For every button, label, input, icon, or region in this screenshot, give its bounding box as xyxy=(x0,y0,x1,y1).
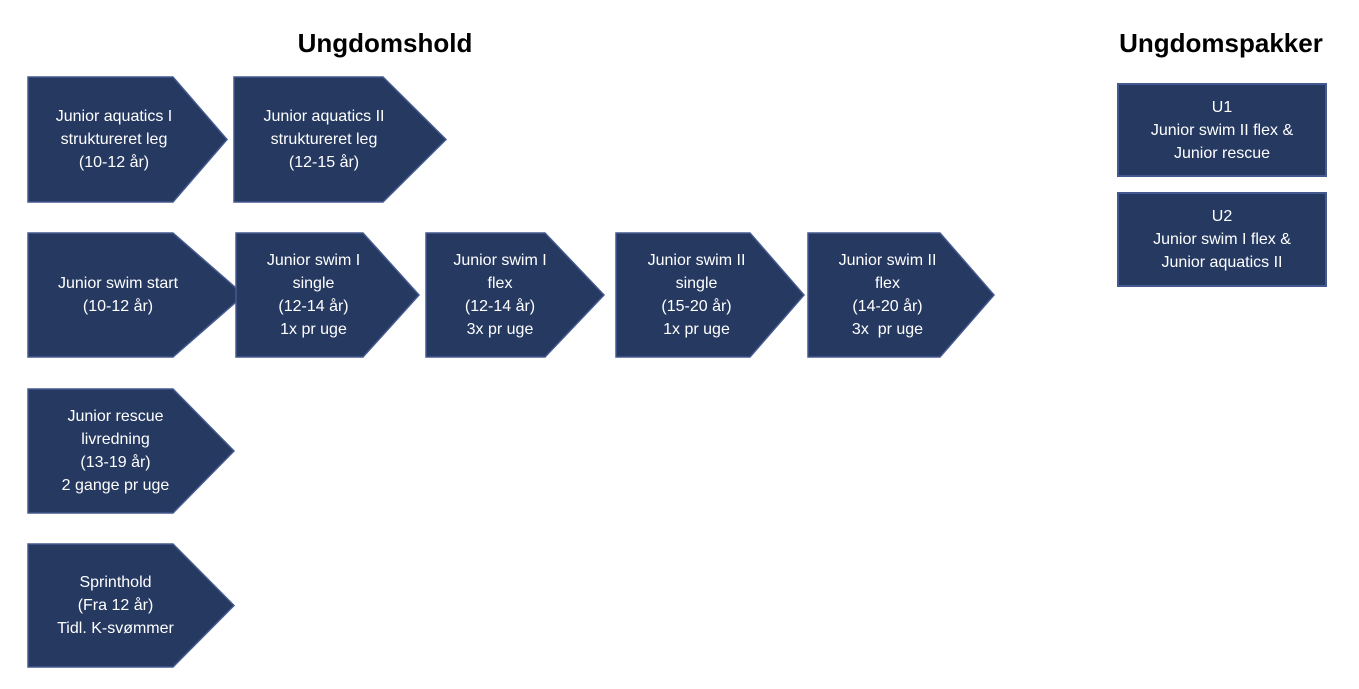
package-text-line: Junior swim I flex & xyxy=(1153,231,1291,248)
arrow-shape xyxy=(27,232,246,358)
arrow-text-line: 3x pr uge xyxy=(851,321,924,338)
arrow-text-line: flex xyxy=(487,275,513,292)
arrow-text-line: livredning xyxy=(81,431,150,448)
arrow-text-line: 3x pr uge xyxy=(466,321,534,338)
arrow-text-line: struktureret leg xyxy=(270,131,378,148)
arrow-text-line: flex xyxy=(875,275,900,292)
arrow-text-line: Junior aquatics I xyxy=(55,108,173,125)
title-ungdomspakker: Ungdomspakker xyxy=(1119,28,1323,58)
arrow-junior-swim-1-single: Junior swim I single (12-14 år) 1x pr ug… xyxy=(235,232,421,358)
arrow-text-line: (13-19 år) xyxy=(80,454,151,471)
package-text-line: U1 xyxy=(1211,98,1233,116)
arrow-text-line: (12-15 år) xyxy=(288,154,360,171)
arrow-junior-swim-start: Junior swim start (10-12 år) xyxy=(27,232,246,358)
arrow-text-line: Sprinthold xyxy=(79,574,152,591)
arrow-label: Junior aquatics I struktureret leg (10-1… xyxy=(27,76,228,203)
arrow-junior-rescue: Junior rescue livredning (13-19 år) 2 ga… xyxy=(27,388,236,514)
arrow-text-line: Junior swim II xyxy=(647,252,746,269)
arrow-text-line: (10-12 år) xyxy=(82,298,154,315)
arrow-text-line: struktureret leg xyxy=(60,131,168,148)
arrow-text-line: (15-20 år) xyxy=(661,298,732,315)
arrow-shape xyxy=(807,232,995,358)
arrow-label: Junior rescue livredning (13-19 år) 2 ga… xyxy=(27,388,235,514)
arrow-text-line: Junior swim I xyxy=(453,252,547,269)
arrow-label: Junior swim I single (12-14 år) 1x pr ug… xyxy=(235,232,420,358)
arrow-shape xyxy=(233,76,448,203)
arrow-text-line: Junior swim I xyxy=(266,252,361,269)
arrow-label: Junior aquatics II struktureret leg (12-… xyxy=(233,76,447,203)
package-box-u2: U2 Junior swim I flex & Junior aquatics … xyxy=(1117,192,1327,287)
arrow-text-line: Junior aquatics II xyxy=(263,108,385,125)
arrow-text-line: 2 gange pr uge xyxy=(61,477,170,494)
arrow-junior-swim-2-flex: Junior swim II flex (14-20 år) 3x pr uge xyxy=(807,232,995,358)
arrow-text-line: (Fra 12 år) xyxy=(77,597,154,614)
arrow-label: Junior swim start (10-12 år) xyxy=(27,232,245,358)
arrow-label: Junior swim II single (15-20 år) 1x pr u… xyxy=(615,232,805,358)
arrow-shape xyxy=(27,388,236,514)
arrow-junior-aquatics-1: Junior aquatics I struktureret leg (10-1… xyxy=(27,76,228,203)
arrow-text-line: (14-20 år) xyxy=(852,298,923,315)
arrow-text-line: Junior swim II xyxy=(838,252,937,269)
arrow-text-line: (10-12 år) xyxy=(78,154,150,171)
arrow-text-line: single xyxy=(292,275,335,292)
arrow-text-line: Tidl. K-svømmer xyxy=(57,620,174,637)
package-text-line: U2 xyxy=(1211,208,1233,225)
arrow-label: Sprinthold (Fra 12 år) Tidl. K-svømmer xyxy=(27,543,235,668)
arrow-shape xyxy=(27,76,228,203)
package-text-line: Junior aquatics II xyxy=(1161,254,1283,271)
arrow-label: Junior swim II flex (14-20 år) 3x pr uge xyxy=(807,232,995,358)
arrow-shape xyxy=(425,232,606,358)
arrow-text-line: single xyxy=(675,275,718,292)
package-box-u1: U1 Junior swim II flex & Junior rescue xyxy=(1117,83,1327,177)
arrow-shape xyxy=(615,232,805,358)
arrow-junior-swim-1-flex: Junior swim I flex (12-14 år) 3x pr uge xyxy=(425,232,606,358)
arrow-shape xyxy=(235,232,421,358)
title-ungdomshold: Ungdomshold xyxy=(297,28,473,58)
arrow-label: Junior swim I flex (12-14 år) 3x pr uge xyxy=(425,232,605,358)
arrow-junior-swim-2-single: Junior swim II single (15-20 år) 1x pr u… xyxy=(615,232,805,358)
arrow-text-line: (12-14 år) xyxy=(464,298,536,315)
arrow-text-line: Junior swim start xyxy=(57,275,179,292)
package-text-line: Junior rescue xyxy=(1173,144,1271,162)
arrow-junior-aquatics-2: Junior aquatics II struktureret leg (12-… xyxy=(233,76,448,203)
package-text-line: Junior swim II flex & xyxy=(1150,121,1294,139)
arrow-sprinthold: Sprinthold (Fra 12 år) Tidl. K-svømmer xyxy=(27,543,236,668)
arrow-text-line: 1x pr uge xyxy=(663,321,730,338)
arrow-shape xyxy=(27,543,236,668)
arrow-text-line: (12-14 år) xyxy=(278,298,349,315)
arrow-text-line: 1x pr uge xyxy=(280,321,347,338)
arrow-text-line: Junior rescue xyxy=(67,408,164,425)
